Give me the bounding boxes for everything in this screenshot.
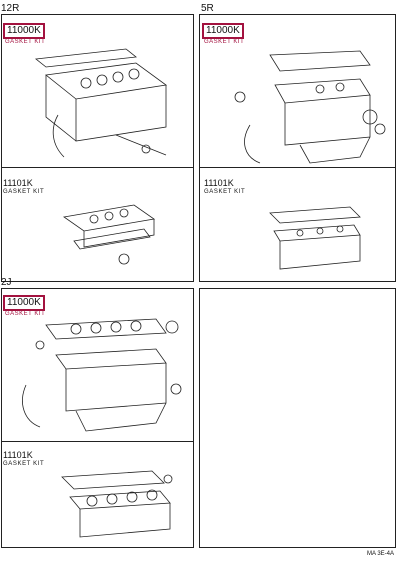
- head-gasket-illustration: [62, 204, 156, 265]
- kit-subtitle: GASKET KIT: [5, 39, 46, 45]
- engine-header: 2J: [1, 277, 12, 288]
- engine-gasket-illustration: [34, 48, 168, 158]
- engine-gasket-illustration: [234, 50, 386, 164]
- kit-code-box[interactable]: 11000K: [3, 23, 45, 39]
- kit-subtitle: GASKET KIT: [204, 39, 245, 45]
- figure-reference: MA 3E-4A: [366, 551, 394, 557]
- engine-header: 5R: [201, 3, 214, 14]
- panel-empty: [199, 288, 396, 548]
- alt-kit-code[interactable]: 11101K: [3, 450, 33, 460]
- alt-kit-label: GASKET KIT: [3, 189, 45, 195]
- engine-gasket-illustration: [22, 318, 182, 432]
- engine-header: 12R: [1, 3, 20, 14]
- panel-divider: [2, 441, 193, 442]
- head-gasket-illustration: [269, 206, 361, 270]
- head-gasket-illustration: [61, 470, 173, 538]
- kit-subtitle: GASKET KIT: [5, 311, 46, 317]
- panel-12r: 12R 11000K GASKET KIT 11101K GASKET KIT: [1, 4, 194, 282]
- panel-5r: 5R 11000K GASKET KIT 11101K GASKET KIT: [199, 4, 396, 282]
- kit-code-box[interactable]: 11000K: [202, 23, 244, 39]
- alt-kit-label: GASKET KIT: [3, 461, 45, 467]
- panel-divider: [200, 167, 395, 168]
- alt-kit-code[interactable]: 11101K: [3, 178, 33, 188]
- panel-2j: 2J 11000K GASKET KIT 11101K GASKET KIT: [1, 278, 194, 548]
- alt-kit-label: GASKET KIT: [204, 189, 246, 195]
- alt-kit-code[interactable]: 11101K: [204, 178, 234, 188]
- panel-divider: [2, 167, 193, 168]
- kit-code-box[interactable]: 11000K: [3, 295, 45, 311]
